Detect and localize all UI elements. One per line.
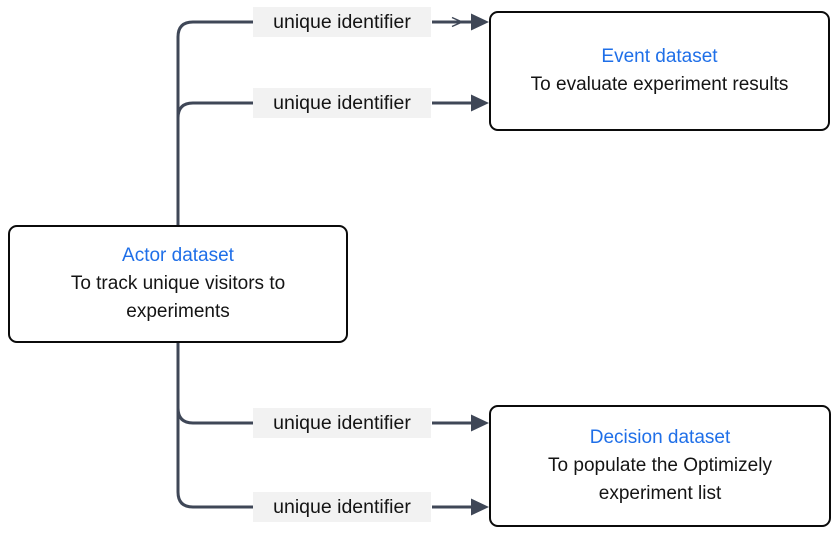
node-actor-dataset: Actor dataset To track unique visitors t… [8, 225, 348, 343]
node-actor-title: Actor dataset [122, 244, 234, 266]
arrow-small-head-1 [451, 16, 464, 28]
arrow-head-1-icon [471, 13, 489, 31]
connector-actor-to-label-4 [176, 343, 257, 509]
arrow-head-4-icon [471, 498, 489, 516]
edge-label-unique-identifier-3: unique identifier [253, 408, 431, 438]
connector-actor-to-label-3 [176, 407, 257, 425]
node-event-dataset: Event dataset To evaluate experiment res… [489, 11, 830, 131]
connector-actor-to-label-2 [176, 101, 257, 119]
node-decision-dataset: Decision dataset To populate the Optimiz… [489, 405, 831, 527]
node-event-description: To evaluate experiment results [530, 73, 789, 95]
connector-actor-to-label-1 [176, 20, 257, 225]
node-decision-title: Decision dataset [589, 426, 731, 448]
arrow-head-3-icon [471, 414, 489, 432]
node-event-title: Event dataset [601, 45, 718, 67]
edge-label-unique-identifier-1: unique identifier [253, 7, 431, 37]
node-decision-description: To populate the Optimizely experiment li… [548, 454, 772, 505]
arrow-head-2-icon [471, 94, 489, 112]
edge-label-unique-identifier-2: unique identifier [253, 88, 431, 118]
node-actor-description: To track unique visitors to experiments [70, 272, 286, 323]
edge-label-unique-identifier-4: unique identifier [253, 492, 431, 522]
